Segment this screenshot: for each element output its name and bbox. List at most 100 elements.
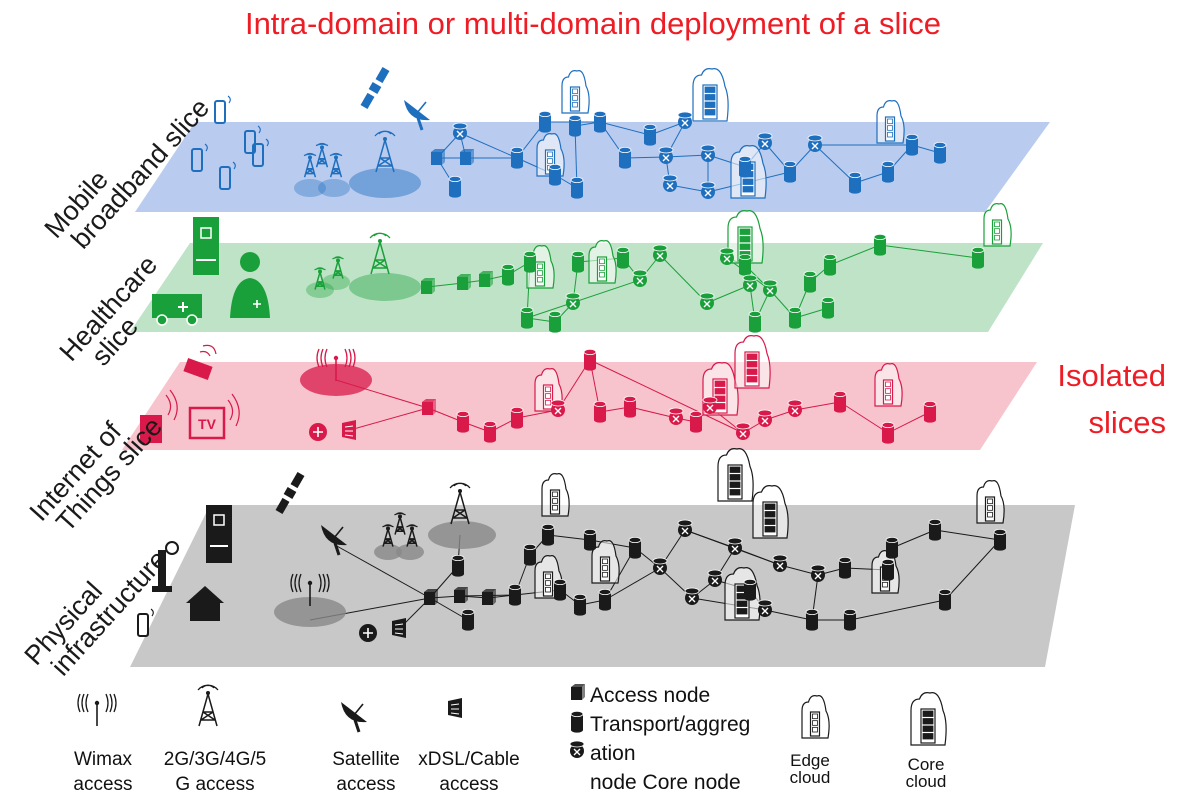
wimax-icon <box>290 573 330 606</box>
transport-node <box>548 310 562 333</box>
satellite-icon <box>275 471 305 515</box>
tv-icon: TV <box>188 393 240 440</box>
network-link <box>459 132 518 159</box>
transport-node <box>743 579 757 601</box>
doctor-icon <box>230 252 270 318</box>
core-node <box>735 422 751 440</box>
cell-tower-icon <box>329 152 343 178</box>
core-cloud-icon <box>727 210 764 264</box>
transport-node <box>520 306 534 329</box>
transport-node <box>510 406 524 429</box>
transport-node <box>628 537 642 559</box>
transport-node <box>848 171 862 194</box>
core-node <box>565 292 581 310</box>
transport-node <box>523 544 537 566</box>
access-node <box>421 278 435 294</box>
coverage-area <box>318 179 350 197</box>
core-node <box>658 146 674 164</box>
legend-core-node-label: node Core node <box>590 771 741 794</box>
access-node <box>460 149 474 165</box>
network-link <box>814 144 856 184</box>
transport-node <box>881 421 895 444</box>
transport-node <box>938 589 952 611</box>
transport-node <box>593 400 607 423</box>
transport-node <box>553 579 567 601</box>
transport-node <box>881 160 895 183</box>
network-link <box>349 407 429 431</box>
core-node <box>807 134 823 152</box>
core-node <box>684 587 700 605</box>
core-node <box>810 564 826 582</box>
network-link <box>659 254 708 304</box>
transport-node <box>788 306 802 329</box>
transport-node <box>923 400 937 423</box>
core-node <box>662 174 678 192</box>
transport-node <box>461 609 475 631</box>
transport-node <box>616 246 630 269</box>
legend-edge-cloud-icon <box>801 694 830 739</box>
network-link <box>794 401 841 411</box>
hospital-icon <box>206 505 232 563</box>
camera-icon <box>183 344 217 381</box>
legend-core-node-icon <box>569 740 585 758</box>
core-node <box>550 399 566 417</box>
core-node <box>700 181 716 199</box>
transport-node <box>821 296 835 319</box>
coverage-area <box>306 282 334 298</box>
network-link <box>849 599 946 621</box>
core-cloud-icon <box>752 485 789 539</box>
core-node <box>727 537 743 555</box>
network-link <box>665 154 709 158</box>
access-node <box>422 399 436 415</box>
transport-node <box>873 233 887 256</box>
transport-node <box>881 559 895 581</box>
phone-icon <box>252 138 269 167</box>
legend-ation-label: ation <box>590 742 636 765</box>
cell-tower-icon <box>406 524 418 547</box>
core-node <box>707 569 723 587</box>
transport-node <box>571 250 585 273</box>
coverage-area <box>294 179 326 197</box>
core-node <box>772 554 788 572</box>
network-link <box>547 534 591 541</box>
legend <box>77 684 947 758</box>
diagram-title: Intra-domain or multi-domain deployment … <box>244 6 942 41</box>
network-link <box>829 244 881 266</box>
transport-node <box>548 163 562 186</box>
edge-cloud-icon <box>874 362 903 407</box>
edge-cloud-icon <box>876 99 905 144</box>
network-link <box>891 529 936 549</box>
xdsl-modem-icon <box>342 420 356 440</box>
network-link <box>706 284 751 304</box>
core-node <box>787 399 803 417</box>
transport-node <box>905 133 919 156</box>
svg-text:TV: TV <box>198 416 217 432</box>
transport-node <box>568 115 582 137</box>
access-node <box>454 587 468 603</box>
edge-cloud-icon <box>541 472 570 517</box>
legend-xdsl-modem-icon <box>448 698 462 718</box>
core-node <box>757 409 773 427</box>
isolated-slices-label: Isolated slices <box>1057 358 1166 440</box>
router-icon <box>359 624 377 642</box>
coffee-machine-icon <box>140 389 178 443</box>
edge-cloud-icon <box>561 69 590 114</box>
network-link <box>887 411 931 434</box>
core-cloud-icon <box>717 448 754 502</box>
legend-access-node-icon <box>571 684 585 700</box>
transport-node <box>805 609 819 631</box>
edge-cloud-icon <box>591 539 620 584</box>
network-link <box>604 567 661 601</box>
network-link <box>764 609 813 621</box>
access-node <box>482 589 496 605</box>
transport-node <box>523 250 537 273</box>
router-icon <box>309 423 327 441</box>
cell-tower-icon <box>374 130 396 173</box>
transport-node <box>583 348 597 371</box>
core-node <box>757 599 773 617</box>
